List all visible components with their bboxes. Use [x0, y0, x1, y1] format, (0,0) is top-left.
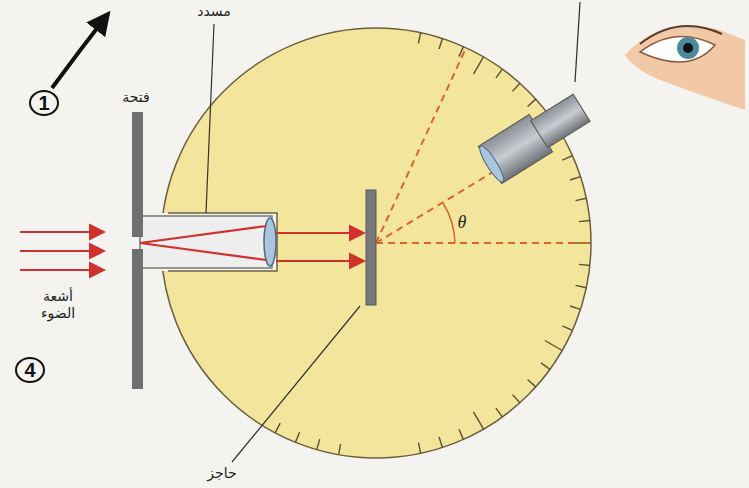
leader-lines [206, 2, 580, 462]
slit-plate [132, 112, 143, 237]
eye [625, 26, 745, 110]
grating [366, 190, 376, 305]
hand-arrow [52, 14, 108, 88]
callout-number: 4 [15, 357, 45, 383]
dashed-lines [376, 48, 588, 243]
part-label: أشعة الضوء [28, 288, 88, 323]
light-rays [20, 226, 364, 270]
part-label: حاجز [207, 465, 236, 483]
part-label: مسدد [197, 3, 231, 21]
angle-symbol: θ [458, 211, 467, 234]
collimator-tube [140, 216, 272, 268]
callout-number: 1 [29, 90, 59, 116]
part-label: فتحة [122, 89, 149, 107]
theta-arc [443, 203, 455, 243]
slit-plate [132, 249, 143, 389]
angle-scale [275, 33, 591, 455]
telescope [476, 89, 593, 185]
